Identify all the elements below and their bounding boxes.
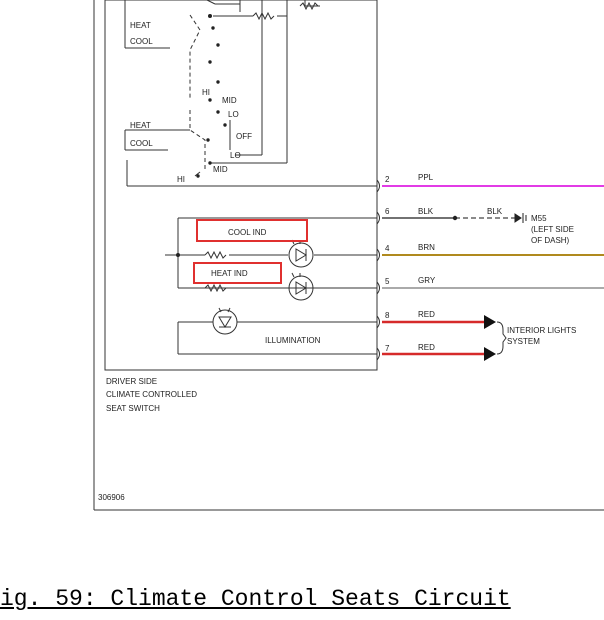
led-icon-heat bbox=[288, 272, 314, 301]
pin-number-2: 2 bbox=[385, 175, 390, 184]
mid-label-upper: MID bbox=[222, 96, 237, 105]
heat-ind-label: HEAT IND bbox=[211, 269, 248, 278]
hi-label-lower: HI bbox=[177, 175, 185, 184]
switch-contacts bbox=[124, 0, 377, 187]
upper-resistor bbox=[299, 1, 319, 11]
pin-number-8: 8 bbox=[385, 311, 390, 320]
ground-icon bbox=[514, 213, 527, 223]
wire-label-blk: BLK bbox=[418, 207, 434, 216]
pin-number-4: 4 bbox=[385, 244, 390, 253]
junction-dot bbox=[176, 253, 180, 257]
cool-ind-highlight bbox=[196, 219, 308, 242]
cool-label-upper: COOL bbox=[130, 37, 153, 46]
illumination-label: ILLUMINATION bbox=[265, 336, 321, 345]
wire-label-ppl: PPL bbox=[418, 173, 434, 182]
cool-label-lower: COOL bbox=[130, 139, 153, 148]
connector-arcs bbox=[376, 179, 380, 361]
hi-label-upper: HI bbox=[202, 88, 210, 97]
splice-dot bbox=[452, 215, 458, 221]
led-icon-cool bbox=[288, 239, 314, 268]
interior-lights-line2: SYSTEM bbox=[507, 337, 540, 346]
component-label-line2: CLIMATE CONTROLLED bbox=[106, 390, 197, 399]
figure-caption-text: ig. 59: Climate Control Seats Circuit bbox=[0, 586, 511, 612]
contact-dots bbox=[196, 14, 227, 178]
figure-id: 306906 bbox=[98, 493, 125, 502]
heat-label-lower: HEAT bbox=[130, 121, 151, 130]
wire-label-red-8: RED bbox=[418, 310, 435, 319]
cool-ind-label: COOL IND bbox=[228, 228, 267, 237]
off-label: OFF bbox=[236, 132, 252, 141]
heat-label-upper: HEAT bbox=[130, 21, 151, 30]
wire-label-red-7: RED bbox=[418, 343, 435, 352]
interior-lights-brace bbox=[496, 321, 507, 355]
wire-label-brn: BRN bbox=[418, 243, 435, 252]
component-label-line3: SEAT SWITCH bbox=[106, 404, 160, 413]
wire-label-gry: GRY bbox=[418, 276, 436, 285]
mid-label-lower: MID bbox=[213, 165, 228, 174]
figure-caption: ig. 59: Climate Control Seats Circuit bbox=[0, 586, 604, 612]
component-label-line1: DRIVER SIDE bbox=[106, 377, 157, 386]
arrow-icon-red-8 bbox=[484, 315, 496, 329]
ground-location-line1: (LEFT SIDE bbox=[531, 225, 574, 234]
interior-lights-line1: INTERIOR LIGHTS bbox=[507, 326, 576, 335]
ground-location-line2: OF DASH) bbox=[531, 236, 570, 245]
ground-ref: M55 bbox=[531, 214, 547, 223]
arrow-icon-red-7 bbox=[484, 347, 496, 361]
pin-number-7: 7 bbox=[385, 344, 390, 353]
lo-label-upper: LO bbox=[228, 110, 239, 119]
switch-module-box bbox=[104, 0, 378, 371]
heat-ind-highlight bbox=[193, 262, 282, 284]
led-icon-illumination bbox=[212, 307, 238, 335]
pin-number-6: 6 bbox=[385, 207, 390, 216]
lo-label-lower: LO bbox=[230, 151, 241, 160]
wire-label-blk-ground: BLK bbox=[487, 207, 503, 216]
outer-frame bbox=[93, 0, 604, 511]
indicator-wiring bbox=[165, 217, 377, 355]
pin-number-5: 5 bbox=[385, 277, 390, 286]
